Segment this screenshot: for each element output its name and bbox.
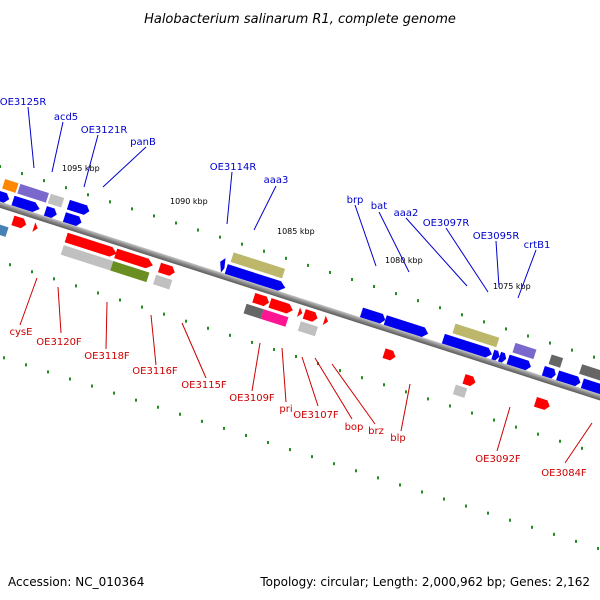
gene-feature-reverse[interactable]: [580, 378, 600, 397]
gene-feature-OE3084F[interactable]: [533, 397, 551, 411]
gene-feature-reverse[interactable]: [556, 370, 582, 388]
gene-label-OE3118F[interactable]: OE3118F: [84, 351, 130, 362]
gene-feature-forward[interactable]: [158, 262, 176, 277]
gene-label-OE3097R[interactable]: OE3097R: [423, 218, 470, 229]
gene-label-bop[interactable]: bop: [345, 422, 364, 433]
kbp-label-1090: 1090 kbp: [170, 197, 208, 206]
gene-feature-reverse[interactable]: [491, 349, 501, 362]
gene-label-OE3109F[interactable]: OE3109F: [229, 393, 275, 404]
gene-feature-OE3120F[interactable]: [11, 215, 27, 230]
gene-label-aaa2[interactable]: aaa2: [394, 208, 419, 219]
gene-label-aaa3[interactable]: aaa3: [264, 175, 289, 186]
gene-label-OE3115F[interactable]: OE3115F: [181, 380, 227, 391]
gene-feature-OE3114R[interactable]: [224, 264, 287, 292]
gene-label-OE3092F[interactable]: OE3092F: [475, 454, 521, 465]
gene-feature-blp[interactable]: [382, 348, 397, 361]
gene-feature-forward[interactable]: [252, 292, 270, 307]
gene-feature-forward[interactable]: [452, 384, 468, 398]
kbp-label-1085: 1085 kbp: [277, 227, 315, 236]
gene-label-acd5[interactable]: acd5: [54, 112, 78, 123]
gene-feature-OE3092F[interactable]: [462, 374, 477, 387]
gene-feature-OE3121R[interactable]: [47, 193, 65, 208]
forward-strand-genes: [0, 215, 551, 411]
gene-feature-OE3116F[interactable]: [110, 261, 150, 283]
gene-feature-reverse[interactable]: [11, 195, 41, 214]
topology-text: Topology: circular; Length: 2,000,962 bp…: [260, 575, 590, 589]
gene-feature-OE3118F[interactable]: [64, 232, 119, 259]
gene-feature-OE3115F[interactable]: [153, 274, 173, 290]
gene-feature-OE3097R[interactable]: [441, 333, 494, 359]
gene-feature-reverse[interactable]: [541, 365, 557, 379]
leader-lines: [19, 106, 593, 464]
gene-label-OE3120F[interactable]: OE3120F: [36, 337, 82, 348]
accession-text: Accession: NC_010364: [8, 575, 145, 589]
gene-feature-bat[interactable]: [383, 315, 430, 338]
gene-features: [0, 179, 600, 411]
scale-ticks: [0, 165, 599, 550]
kbp-label-1075: 1075 kbp: [493, 282, 531, 291]
gene-label-crtB1[interactable]: crtB1: [524, 240, 551, 251]
gene-feature-brz[interactable]: [297, 321, 318, 337]
gene-feature-pri[interactable]: [260, 309, 289, 327]
gene-label-blp[interactable]: blp: [390, 433, 405, 444]
gene-feature-forward[interactable]: [32, 222, 39, 233]
map-title: Halobacterium salinarum R1, complete gen…: [144, 12, 456, 27]
gene-label-panB[interactable]: panB: [130, 137, 156, 148]
gene-feature-reverse[interactable]: [62, 212, 83, 227]
gene-feature-brp[interactable]: [359, 307, 387, 325]
gene-feature-OE3125R[interactable]: [2, 179, 19, 193]
gene-feature-forward[interactable]: [322, 315, 330, 327]
gene-label-OE3116F[interactable]: OE3116F: [132, 366, 178, 377]
gene-label-OE3095R[interactable]: OE3095R: [473, 231, 520, 242]
gene-feature-OE3095R[interactable]: [512, 342, 537, 360]
gene-label-OE3114R[interactable]: OE3114R: [210, 162, 257, 173]
gene-feature-reverse[interactable]: [0, 190, 11, 204]
gene-label-OE3125R[interactable]: OE3125R: [0, 97, 46, 108]
gene-feature-cysE[interactable]: [0, 223, 9, 237]
gene-feature-bop[interactable]: [302, 309, 319, 323]
gene-label-bat[interactable]: bat: [371, 201, 387, 212]
gene-feature-forward[interactable]: [114, 248, 154, 270]
gene-feature-reverse[interactable]: [579, 364, 600, 385]
gene-label-OE3107F[interactable]: OE3107F: [293, 410, 339, 421]
gene-feature-aaa2[interactable]: [452, 323, 500, 348]
kbp-label-1080: 1080 kbp: [385, 256, 423, 265]
gene-feature-forward[interactable]: [268, 298, 294, 315]
gene-label-brz[interactable]: brz: [368, 426, 384, 437]
gene-label-OE3121R[interactable]: OE3121R: [81, 125, 128, 136]
gene-label-pri[interactable]: pri: [279, 404, 292, 415]
genome-backbone: [0, 194, 600, 408]
gene-feature-panB[interactable]: [66, 199, 91, 216]
gene-feature-reverse[interactable]: [498, 351, 508, 364]
gene-feature-reverse[interactable]: [548, 354, 564, 368]
gene-feature-reverse[interactable]: [217, 257, 227, 273]
gene-feature-aaa3[interactable]: [230, 252, 286, 279]
kbp-label-1095: 1095 kbp: [62, 164, 100, 173]
gene-feature-forward[interactable]: [297, 307, 304, 318]
gene-feature-forward[interactable]: [60, 245, 114, 271]
gene-label-brp[interactable]: brp: [347, 195, 364, 206]
gene-feature-OE3109F[interactable]: [243, 303, 264, 319]
gene-label-cysE[interactable]: cysE: [10, 327, 33, 338]
gene-feature-crtB1[interactable]: [506, 354, 533, 372]
reverse-strand-genes: [0, 179, 600, 397]
gene-feature-reverse[interactable]: [43, 206, 58, 219]
gene-label-OE3084F[interactable]: OE3084F: [541, 468, 587, 479]
gene-feature-acd5[interactable]: [17, 183, 49, 203]
